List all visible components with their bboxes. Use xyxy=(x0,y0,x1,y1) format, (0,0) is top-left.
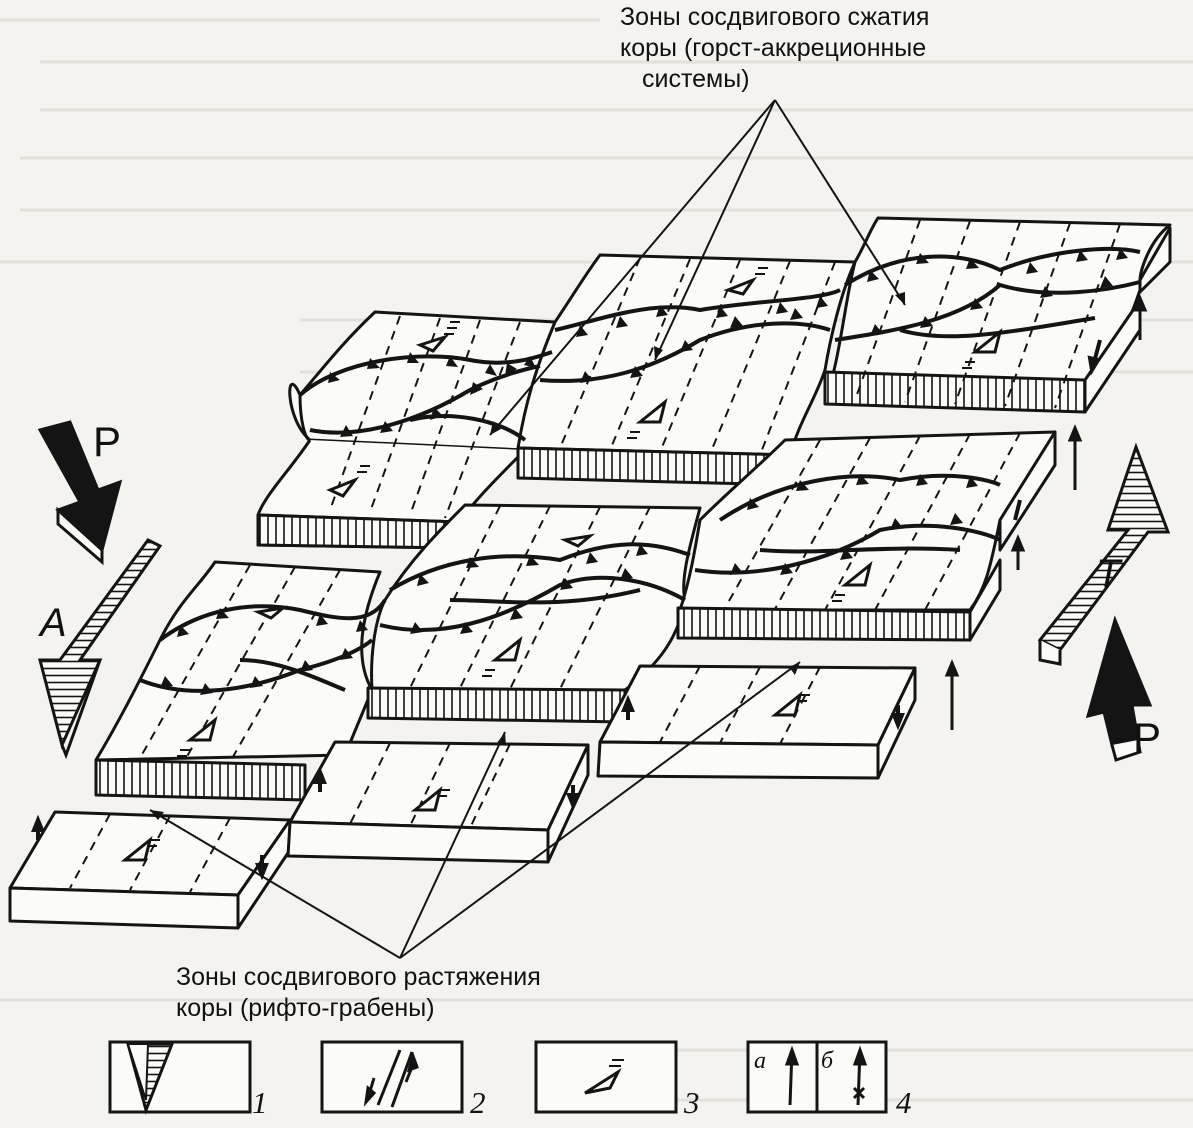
legend-number-2: 2 xyxy=(470,1085,486,1120)
legend-number-4: 4 xyxy=(896,1085,912,1120)
extension-label-line-1: Зоны сосдвигового растяжения xyxy=(176,963,541,991)
force-label-p-right: P xyxy=(1133,714,1162,761)
legend-box-2 xyxy=(320,1040,464,1114)
block-back-right xyxy=(823,216,1172,414)
vertical-motion-arrows xyxy=(944,294,1148,730)
vertical-arrows-icon xyxy=(784,1045,868,1106)
force-label-p-left: P xyxy=(93,418,122,465)
force-arrow-t-right xyxy=(1037,442,1171,666)
compression-label-line-3: системы) xyxy=(642,65,750,93)
arrow-with-hatch-icon xyxy=(126,1042,175,1115)
legend-number-1: 1 xyxy=(252,1085,268,1120)
strike-slip-icon xyxy=(363,1049,419,1108)
force-label-a-left: A xyxy=(40,601,67,645)
motion-triangles xyxy=(120,276,1003,862)
thrust-teeth xyxy=(160,248,1128,695)
block-back-left xyxy=(256,310,557,550)
legend-sub-a: а xyxy=(754,1048,766,1074)
blocks xyxy=(8,216,1172,930)
pointer-lines-top xyxy=(489,99,906,436)
compression-zones-label: Зоны сосдвигового сжатия коры (горст-акк… xyxy=(620,2,929,95)
pointer-heads-top xyxy=(490,292,905,435)
force-arrow-a-left xyxy=(38,538,163,760)
compression-label-line-1: Зоны сосдвигового сжатия xyxy=(620,3,930,31)
extension-zones-label: Зоны сосдвигового растяжения коры (рифто… xyxy=(176,962,541,1024)
pointer-heads-bottom xyxy=(150,662,800,820)
force-label-t-right: T xyxy=(1096,552,1121,596)
legend-box-3 xyxy=(534,1040,678,1114)
legend-sub-b: б xyxy=(821,1048,834,1074)
motion-tick-marks xyxy=(147,267,975,847)
block-front-right xyxy=(596,664,917,780)
thrust-lenses xyxy=(139,247,1141,693)
force-arrow-p-right xyxy=(1085,615,1153,762)
strike-slip-marks xyxy=(31,339,1102,881)
compression-label-line-2: коры (горст-аккреционные xyxy=(620,34,927,62)
legend-number-3: 3 xyxy=(684,1085,700,1120)
force-arrow-p-left xyxy=(37,420,123,566)
pointer-lines-bottom xyxy=(149,661,801,959)
block-front-left xyxy=(8,810,292,930)
motion-triangle-icon xyxy=(584,1059,624,1095)
legend xyxy=(108,1040,888,1114)
extension-label-line-2: коры (рифто-грабены) xyxy=(176,994,435,1022)
